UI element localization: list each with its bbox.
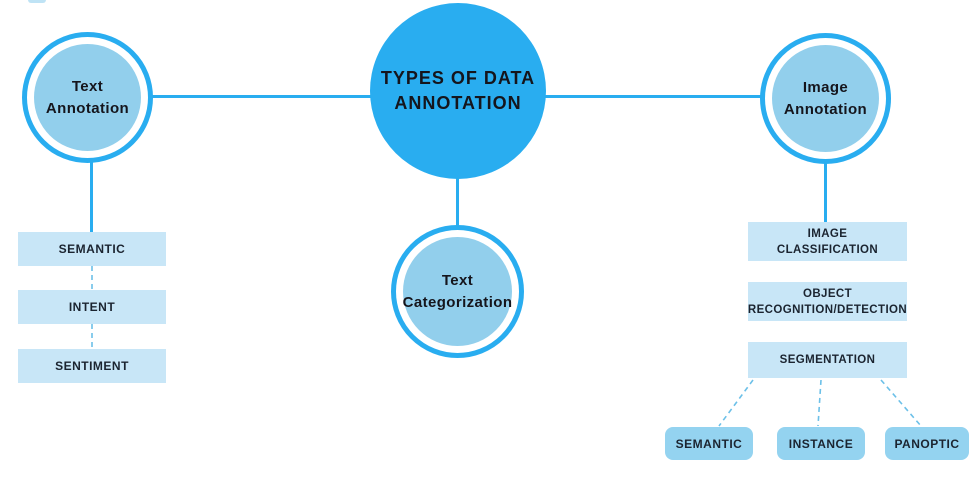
text-categorization-label-line1: Text <box>441 271 474 289</box>
node-image-annotation: Image Annotation <box>760 33 891 164</box>
dashed-segmentation-to-semantic <box>718 379 754 427</box>
connector-center-to-image-annotation <box>545 95 762 98</box>
node-text-annotation: Text Annotation <box>22 32 153 163</box>
box-text-intent: INTENT <box>18 290 166 324</box>
box-text-semantic-label: SEMANTIC <box>58 242 126 256</box>
corner-artifact <box>28 0 46 3</box>
image-annotation-label-line2: Annotation <box>783 100 868 118</box>
node-image-annotation-inner: Image Annotation <box>772 45 879 152</box>
box-segmentation-line1: SEGMENTATION <box>779 354 876 366</box>
node-text-categorization-inner: Text Categorization <box>403 237 512 346</box>
connector-text-annotation-to-semantic <box>90 160 93 233</box>
box-image-classification-line1: IMAGE <box>807 227 848 240</box>
text-annotation-label-line2: Annotation <box>45 99 130 117</box>
image-annotation-label-line1: Image <box>802 78 849 96</box>
node-text-annotation-inner: Text Annotation <box>34 44 141 151</box>
connector-center-to-text-annotation <box>150 95 372 98</box>
box-text-sentiment-label: SENTIMENT <box>55 359 129 373</box>
chip-semantic-label: SEMANTIC <box>675 436 743 451</box>
box-image-classification-line2: CLASSIFICATION <box>776 243 879 256</box>
box-text-semantic: SEMANTIC <box>18 232 166 266</box>
text-categorization-label-line2: Categorization <box>402 293 513 311</box>
box-object-recognition-line1: OBJECT <box>802 287 853 300</box>
central-title-line2: ANNOTATION <box>394 93 522 113</box>
chip-instance-label: INSTANCE <box>788 436 854 451</box>
chip-panoptic-label: PANOPTIC <box>894 436 960 451</box>
chip-segmentation-semantic: SEMANTIC <box>665 427 753 460</box>
box-object-recognition-line2: RECOGNITION/DETECTION <box>747 303 908 316</box>
box-text-sentiment: SENTIMENT <box>18 349 166 383</box>
dashed-segmentation-to-instance <box>817 379 822 427</box>
text-annotation-label-line1: Text <box>71 77 104 95</box>
central-node-types-of-data-annotation: TYPES OF DATA ANNOTATION <box>370 3 546 179</box>
dashed-segmentation-to-panoptic <box>880 379 922 427</box>
box-text-intent-label: INTENT <box>68 300 116 314</box>
connector-image-annotation-to-classification <box>824 162 827 223</box>
box-image-classification: IMAGE CLASSIFICATION <box>748 222 907 261</box>
connector-center-to-text-categorization <box>456 176 459 227</box>
chip-segmentation-panoptic: PANOPTIC <box>885 427 969 460</box>
box-object-recognition-detection: OBJECT RECOGNITION/DETECTION <box>748 282 907 321</box>
box-segmentation: SEGMENTATION <box>748 342 907 378</box>
central-title-line1: TYPES OF DATA <box>380 68 536 88</box>
chip-segmentation-instance: INSTANCE <box>777 427 865 460</box>
node-text-categorization: Text Categorization <box>391 225 524 358</box>
